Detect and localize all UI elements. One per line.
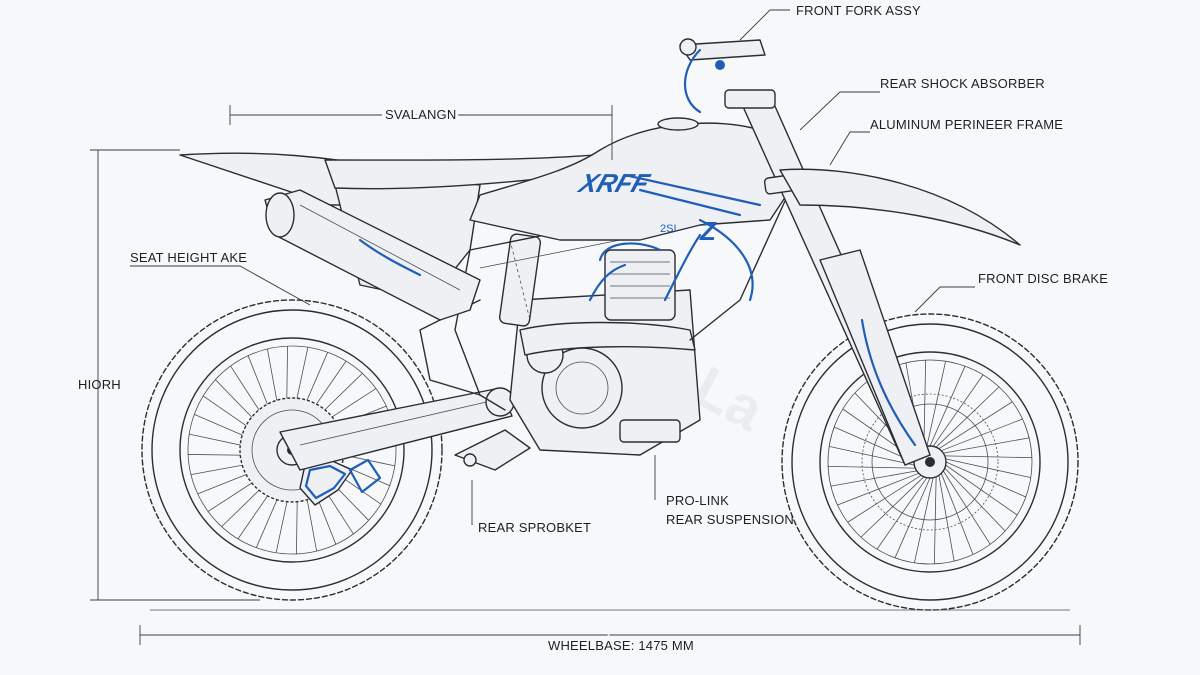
front-rim-outer [819,351,1041,573]
rear-guide-accent [348,458,382,494]
label-height: HIORH [78,377,121,392]
clutch-cable [683,48,702,114]
spoke [829,445,915,466]
dimension-lines [90,105,1081,645]
front-end [679,38,1021,466]
rear-shock [498,233,542,327]
bar-clamp-bolt [715,60,725,70]
triple-clamp-top [724,89,776,109]
leader-rear-shock [799,91,880,131]
shock-reservoir [498,233,542,327]
spoke [944,467,1006,532]
fork-guard-accent [860,318,917,447]
spoke [938,401,1013,450]
exhaust-header [519,321,696,356]
muffler [264,189,481,321]
label-rear-sprocket: REAR SPROBKET [478,520,591,535]
spoke [830,470,917,487]
spoke [943,437,1030,454]
shroud-stripe-2 [638,188,742,217]
muffler-accent [358,238,422,277]
spoke [935,386,1000,448]
muffler-end-cap [265,192,295,238]
rear-caliper-accent [304,464,347,500]
brand-logo: XRFF [574,169,654,198]
spoke [945,458,1031,479]
spoke [828,465,916,469]
spoke [941,418,1023,452]
radiator-hose [698,218,754,302]
label-prolink-line1: PRO-LINK [666,493,729,508]
leader-front-fork [739,9,790,41]
spoke [942,470,991,545]
engine [509,233,702,456]
swingarm [279,387,531,471]
rear-tire [151,309,433,591]
spoke [945,464,1018,516]
rear-rim-inner [187,345,397,555]
fuel-cap [657,117,699,131]
spoke [933,476,937,564]
label-front-brake: FRONT DISC BRAKE [978,271,1108,286]
rear-tire-knobs [141,299,443,601]
spoke [860,476,925,538]
shroud-stripe-1 [623,173,762,207]
shroud-tag: 2SI [660,223,677,235]
label-rear-shock: REAR SHOCK ABSORBER [880,76,1045,91]
front-fender [779,168,1021,246]
tank-shrouds: XRFF Z 2SI [469,117,791,302]
leader-lines [130,9,975,525]
spoke [944,455,1032,459]
label-frame: ALUMINUM PERINEER FRAME [870,117,1063,132]
spoke [938,475,955,562]
spoke [847,474,922,523]
label-prolink-line2: REAR SUSPENSION [666,512,794,527]
front-spokes [828,360,1032,564]
rear-rim-outer [179,337,405,563]
coolant-hose-2 [663,233,702,302]
spoke [913,477,934,563]
label-wheelbase: WHEELBASE: 1475 MM [548,638,694,653]
front-axle [925,457,935,467]
grip-end [679,38,697,56]
coolant-hose-1 [598,242,662,262]
front-rotor-inner [871,403,989,521]
coolant-hose-3 [588,263,627,302]
spoke [926,361,947,447]
front-brake-rotor [861,393,999,531]
spoke [837,472,919,506]
leader-seat-height [130,265,311,306]
skid-plate [619,419,681,443]
front-rim-inner [827,359,1033,565]
spoke [876,477,928,550]
spoke [940,473,974,555]
front-tire [791,323,1069,601]
cylinder-head [604,249,676,321]
callouts: FRONT FORK ASSY REAR SHOCK ABSORBER ALUM… [78,3,1108,656]
leader-frame [829,131,870,166]
label-front-fork: FRONT FORK ASSY [796,3,921,18]
brand-logo-small: Z [699,216,717,246]
fork-lower-leg [819,249,931,466]
front-wheel [781,313,1079,611]
swingarm-body [279,387,513,471]
spoke [923,360,927,448]
spoke [932,374,984,447]
leader-front-brake [914,286,975,313]
spoke [929,366,966,447]
swingarm-pivot [485,387,515,417]
label-seat-height: SEAT HEIGHT AKE [130,250,247,265]
label-top-dimension: SVALANGN [385,107,456,122]
spoke [894,477,931,558]
spoke [945,461,1026,498]
